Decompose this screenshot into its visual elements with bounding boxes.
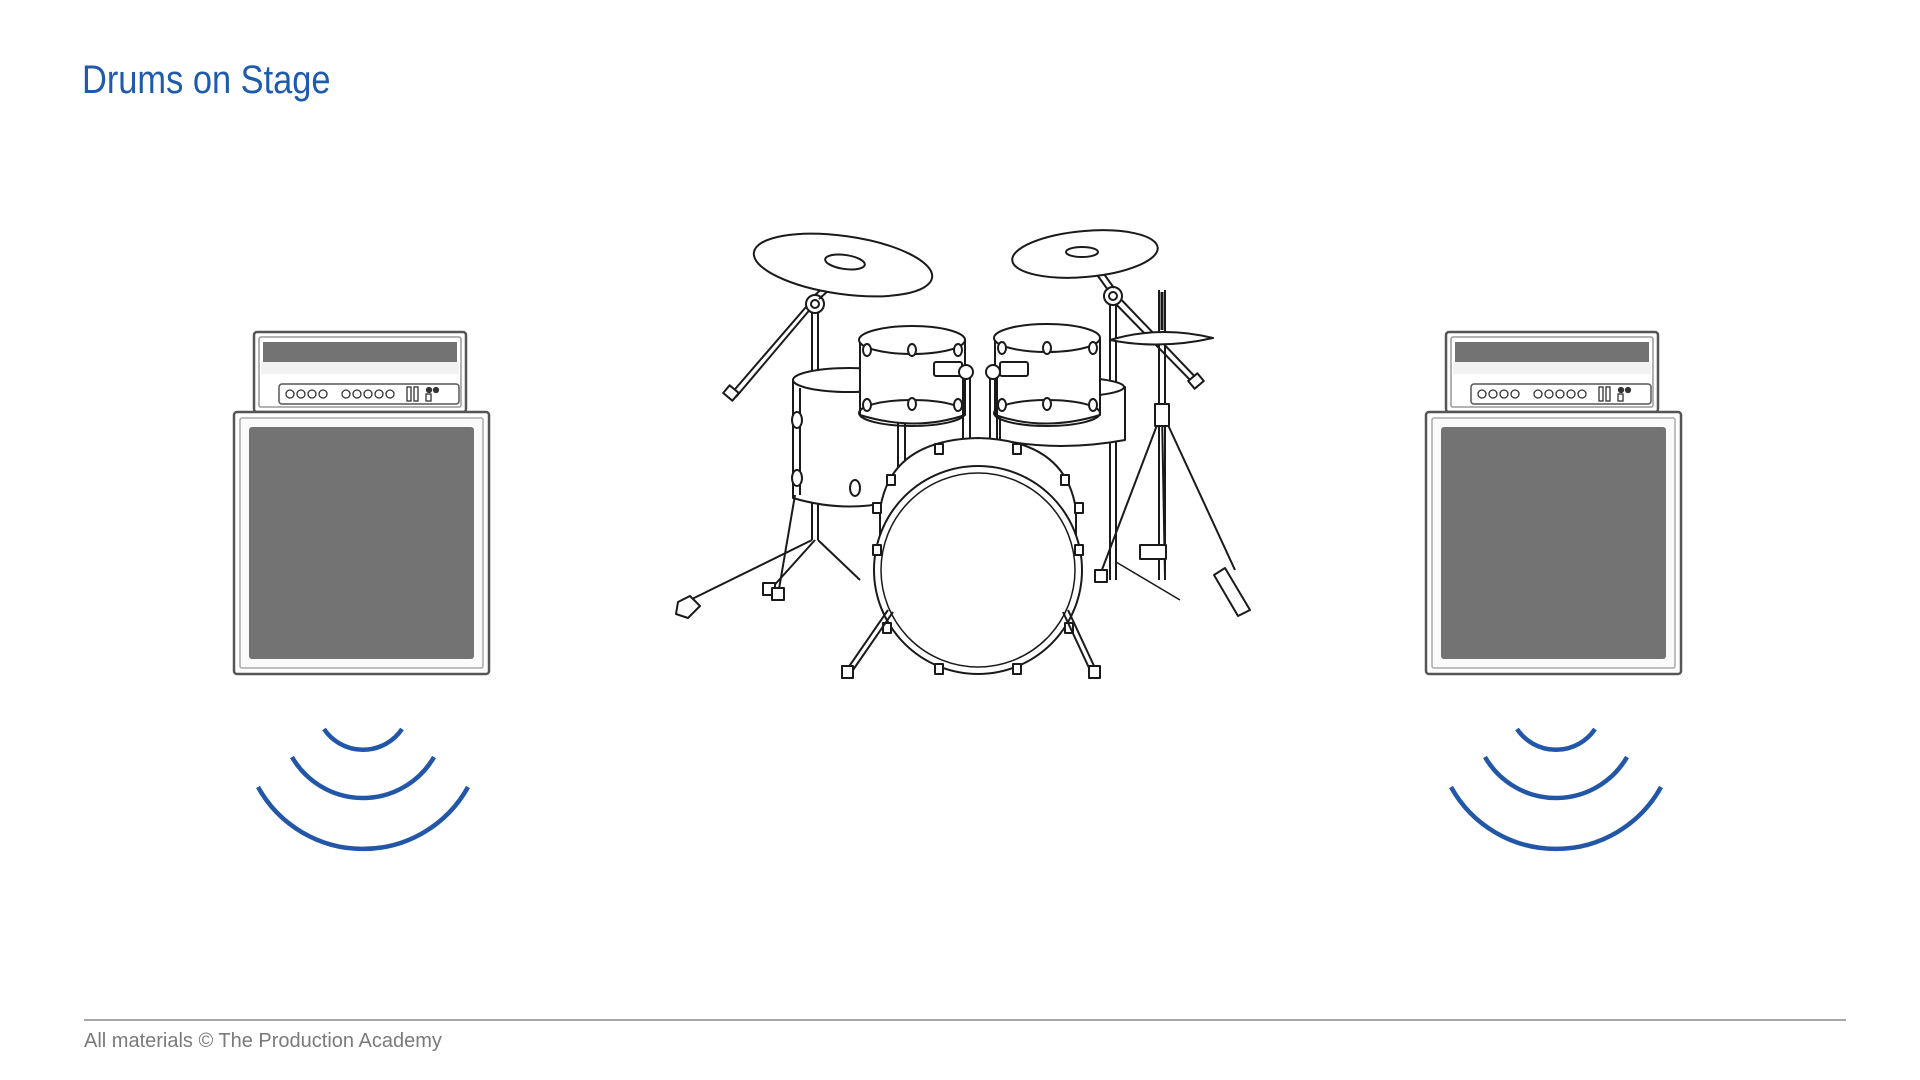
footer-divider [84, 1019, 1846, 1021]
sound-waves-left-icon [258, 729, 468, 849]
sound-waves-right-icon [1451, 729, 1661, 849]
footer-copyright: All materials © The Production Academy [84, 1030, 442, 1052]
slide-title: Drums on Stage [82, 58, 331, 102]
guitar-amp-left [232, 330, 491, 676]
drum-kit-icon [675, 229, 1251, 679]
guitar-amp-right [1424, 330, 1683, 676]
